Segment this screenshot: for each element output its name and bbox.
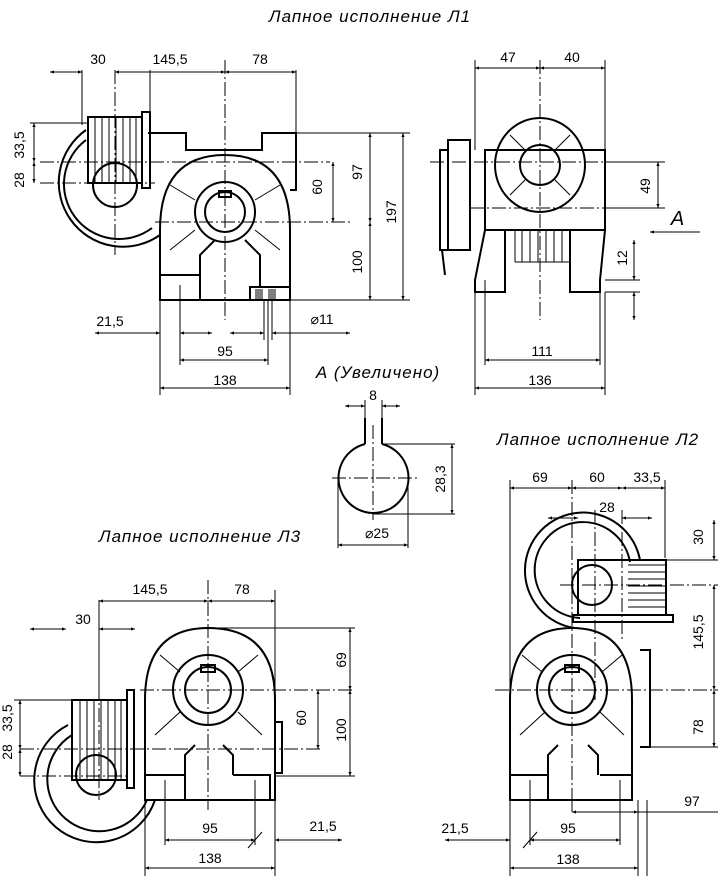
dim-95: 95	[217, 343, 233, 359]
dim-145-5: 145,5	[152, 51, 187, 67]
l3-dim-145-5: 145,5	[132, 581, 167, 597]
dim-21-5: 21,5	[96, 313, 123, 329]
l2-dim-28: 28	[599, 499, 615, 515]
view-l3: Лапное исполнение Л3 145,5 78 30 33,5 28…	[0, 527, 355, 876]
l3-dim-95: 95	[202, 820, 218, 836]
dim-136: 136	[528, 372, 552, 388]
view-l2: Лапное исполнение Л2 69 60 33,5 28 30 14…	[441, 430, 718, 876]
l2-dim-60: 60	[589, 469, 605, 485]
title-l1: Лапное исполнение Л1	[268, 7, 471, 26]
dim-30: 30	[90, 51, 106, 67]
l3-dim-30: 30	[75, 611, 91, 627]
l2-dim-21-5: 21,5	[441, 820, 468, 836]
side-housing	[484, 149, 606, 231]
dim-138: 138	[213, 372, 237, 388]
dim-28-3: 28,3	[432, 465, 448, 492]
l3-handwheel	[33, 724, 156, 844]
side-fan	[447, 139, 471, 251]
l2-dim-78: 78	[690, 719, 706, 735]
l2-dim-97: 97	[684, 793, 700, 809]
l3-dim-138: 138	[198, 850, 222, 866]
section-a: А (Увеличено) 8 28,3 ⌀25	[315, 363, 455, 548]
section-a-title: А (Увеличено)	[315, 363, 440, 382]
l2-dim-30: 30	[690, 529, 706, 545]
dim-33-5: 33,5	[11, 131, 27, 158]
view-l1-side: 47 40 49 12 А 111 136	[430, 49, 700, 395]
dim-111: 111	[531, 343, 552, 359]
dim-diam-25: ⌀25	[365, 525, 389, 541]
dim-60: 60	[309, 179, 325, 195]
dim-40: 40	[564, 49, 580, 65]
dim-78: 78	[252, 51, 268, 67]
dim-49: 49	[637, 178, 653, 194]
dim-28: 28	[11, 172, 27, 188]
l3-dim-60: 60	[293, 710, 309, 726]
handwheel	[57, 129, 161, 248]
l3-dim-78: 78	[234, 581, 250, 597]
l3-dim-33-5: 33,5	[0, 704, 15, 731]
view-l1-front: Лапное исполнение Л1 30 145,5 78 33,5 28…	[11, 7, 471, 395]
l2-dim-69: 69	[532, 469, 548, 485]
l2-dim-145-5: 145,5	[690, 614, 706, 649]
l2-handwheel	[524, 511, 641, 629]
view-arrow-label: А	[670, 208, 685, 230]
l3-dim-28: 28	[0, 744, 15, 760]
dim-47: 47	[500, 49, 516, 65]
l2-dim-138: 138	[556, 851, 580, 867]
l3-dim-100: 100	[333, 718, 349, 742]
title-l2: Лапное исполнение Л2	[496, 430, 699, 449]
l2-dim-33-5: 33,5	[633, 469, 660, 485]
l3-dim-69: 69	[333, 652, 349, 668]
l2-dim-95: 95	[560, 820, 576, 836]
shaft-section	[337, 418, 410, 514]
dim-100: 100	[349, 250, 365, 274]
title-l3: Лапное исполнение Л3	[98, 527, 301, 546]
dim-8: 8	[369, 387, 377, 403]
l3-dim-21-5: 21,5	[309, 818, 336, 834]
dim-12: 12	[614, 250, 630, 266]
dim-hole-11: ⌀11	[311, 311, 334, 327]
dim-97: 97	[349, 164, 365, 180]
dim-197: 197	[383, 200, 399, 224]
